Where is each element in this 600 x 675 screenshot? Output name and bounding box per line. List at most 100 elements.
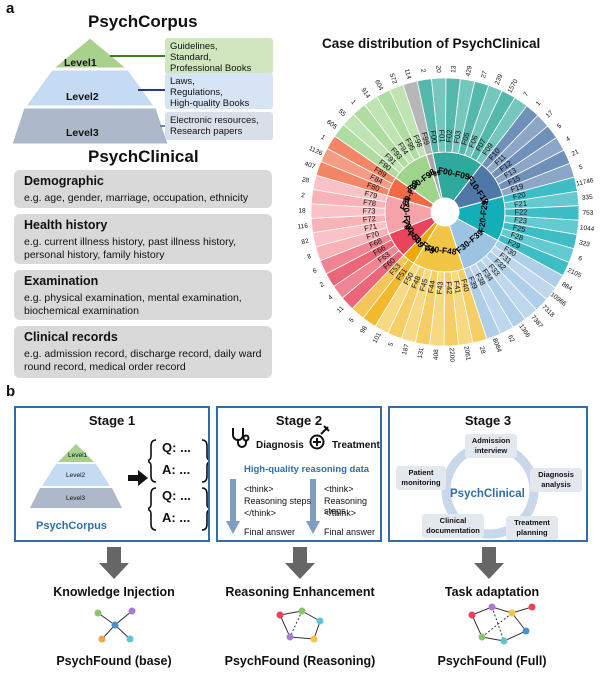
stage2-right-think-close: </think>: [324, 508, 357, 518]
network-icon-full: [468, 603, 536, 645]
sunburst-code-label: F98: [411, 133, 424, 148]
sunburst-count-label: 11: [336, 305, 346, 315]
stage2-left-steps: Reasoning steps: [244, 496, 312, 506]
model-reasoning-label: PsychFound (Reasoning): [224, 654, 376, 668]
task-admission-line1: Admission: [471, 436, 511, 445]
level2-description-box: Laws, Regulations, High-quality Books: [165, 73, 273, 109]
sunburst-count-label: 335: [582, 194, 594, 202]
stage1-a2-ellipsis: ...: [179, 510, 191, 525]
sunburst-code-label: F99: [420, 131, 432, 146]
diagnosis-label: Diagnosis: [256, 440, 304, 451]
card-clinical-records-heading: Clinical records: [24, 330, 118, 344]
sunburst-code-label: F72: [362, 214, 376, 224]
sunburst-code-label: F80: [366, 180, 381, 193]
sunburst-count-label: 1570: [507, 78, 520, 94]
sunburst-code-label: F21: [514, 199, 528, 209]
sunburst-count-label: 5: [578, 164, 584, 172]
sunburst-count-label: 753: [583, 210, 594, 217]
stage1-qa-brackets: [148, 439, 208, 531]
sunburst-count-label: 101: [372, 331, 383, 344]
sunburst-code-label: F43: [435, 281, 445, 294]
sunburst-count-label: 2: [319, 281, 326, 289]
sunburst-count-label: 116: [297, 223, 308, 231]
sunburst-group-label: F40-F48: [424, 243, 457, 257]
stage2-title: Stage 2: [275, 413, 323, 428]
stage1-a2-label: A:: [162, 510, 176, 525]
sunburst-count-label: 187: [401, 343, 411, 356]
stage2-box: Stage 2 Diagnosis Treatment High-quality…: [216, 406, 382, 542]
outcome2-label: Reasoning Enhancement: [225, 585, 375, 599]
task-treatment-line1: Treatment: [514, 518, 550, 527]
task-treatment-line2: planning: [516, 528, 548, 537]
stage1-box: Stage 1 Level1 Level2 Level3 Q: ... A: .…: [14, 406, 210, 542]
sunburst-count-label: 6: [577, 255, 583, 263]
task-admission-line2: interview: [474, 446, 508, 455]
sunburst-code-label: F01: [437, 129, 447, 142]
down-arrow-2: [285, 547, 315, 579]
sunburst-count-label: 8084: [491, 337, 503, 353]
stage1-q2-ellipsis: ...: [180, 488, 191, 503]
card-health-history-desc-line2: personal history, family history: [24, 249, 165, 261]
sunburst-group-label: F70-F79: [401, 198, 413, 231]
card-examination-desc-line2: biochemical examination: [24, 305, 139, 317]
sunburst-code-label: F22: [515, 207, 528, 216]
sunburst-count-label: 2: [419, 68, 427, 73]
level2-desc-line3: High-quality Books: [170, 98, 250, 109]
stage1-arrow: [128, 470, 148, 486]
level3-desc-line2: Research papers: [170, 126, 243, 137]
stage1-pyramid: [30, 444, 122, 508]
level1-desc-line2: Standard,: [170, 52, 212, 63]
stage1-level2: Level2: [66, 472, 86, 479]
stage3-box: Stage 3 PsychClinical Admission intervie…: [388, 406, 588, 542]
stage1-a1: A: ...: [162, 462, 190, 477]
card-health-history-desc: e.g. current illness history, past illne…: [24, 236, 269, 262]
sunburst-code-label: F70: [365, 229, 380, 242]
pyramid-level1-label: Level1: [64, 57, 97, 69]
task-diagnosis-line1: Diagnosis: [538, 470, 574, 479]
sunburst-code-label: F00: [428, 130, 439, 144]
task-clinical-line1: Clinical: [439, 516, 467, 525]
sunburst-code-label: F39: [467, 275, 480, 290]
sunburst-count-label: 1366: [517, 323, 531, 339]
card-demographic-heading: Demographic: [24, 174, 104, 188]
sunburst-count-label: 914: [359, 87, 371, 100]
card-examination: Examination e.g. physical examination, m…: [14, 270, 272, 320]
sunburst-count-label: 408: [433, 349, 441, 361]
sunburst-count-label: 131: [417, 347, 426, 359]
level1-desc-line3: Professional Books: [170, 63, 252, 74]
stage1-q2-label: Q:: [162, 488, 177, 503]
psychclinical-title: PsychClinical: [88, 147, 199, 166]
sunburst-code-label: F23: [514, 215, 528, 225]
stage1-psychcorpus: PsychCorpus: [36, 520, 107, 532]
sunburst-code-label: F73: [363, 206, 376, 215]
stage1-level1: Level1: [68, 452, 88, 459]
card-health-history-desc-line1: e.g. current illness history, past illne…: [24, 236, 237, 248]
card-demographic-desc: e.g. age, gender, marriage, occupation, …: [24, 192, 269, 205]
sunburst-code-label: F71: [363, 222, 378, 233]
sunburst-code-label: F40: [459, 278, 471, 293]
sunburst-count-label: 20: [434, 65, 441, 73]
stage1-q2: Q: ...: [162, 488, 191, 503]
sunburst-count-label: 604: [373, 79, 384, 92]
card-clinical-records-desc-line1: e.g. admission record, discharge record,…: [24, 348, 262, 360]
stage2-right-final: Final answer: [324, 527, 376, 537]
outcome1-label: Knowledge Injection: [53, 585, 175, 599]
sunburst-chart: F00-F09F002F0120F0213F03429F0527F06239F0…: [297, 65, 595, 363]
sunburst-code-label: F28: [509, 230, 524, 243]
card-health-history: Health history e.g. current illness hist…: [14, 214, 272, 264]
task-diagnosis: Diagnosis analysis: [530, 468, 582, 492]
sunburst-count-label: 7318: [540, 304, 556, 319]
model-full-label: PsychFound (Full): [437, 654, 547, 668]
sunburst-count-label: 17: [545, 109, 555, 119]
task-admission: Admission interview: [465, 434, 517, 458]
sunburst-group-label: F99: [428, 170, 442, 180]
card-examination-desc-line1: e.g. physical examination, mental examin…: [24, 292, 242, 304]
sunburst-code-label: F44: [426, 280, 437, 294]
stethoscope-icon: [232, 428, 250, 448]
stage2-left-think-close: </think>: [244, 508, 277, 518]
sunburst-count-label: 323: [578, 239, 591, 248]
stage2-left-arrow: [226, 479, 240, 534]
sunburst-count-label: 572: [388, 73, 399, 86]
pyramid-level2-label: Level2: [66, 91, 99, 103]
level2-desc-line2: Regulations,: [170, 87, 223, 98]
